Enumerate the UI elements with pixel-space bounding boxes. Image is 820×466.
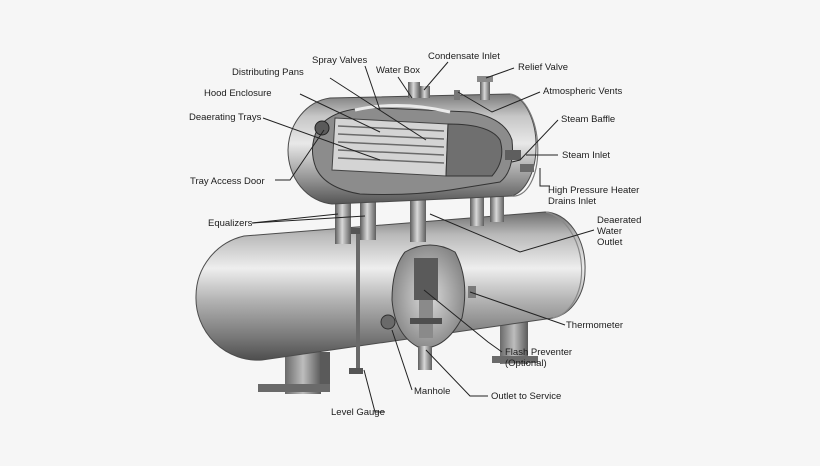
label-thermometer: Thermometer — [566, 320, 624, 331]
condensate-inlet-nozzle — [420, 86, 430, 98]
deaerating-vessel — [287, 76, 539, 205]
water-box-nozzle — [408, 82, 420, 98]
equalizer-pipes — [335, 188, 504, 244]
level-gauge-glass — [356, 232, 360, 372]
atmospheric-vent-stub — [454, 90, 460, 100]
label-condensate-inlet: Condensate Inlet — [428, 51, 500, 62]
label-spray-valves: Spray Valves — [312, 55, 368, 66]
label-deaerated-line2: Water — [597, 226, 622, 237]
label-level-gauge: Level Gauge — [331, 407, 385, 418]
label-tray-access-door: Tray Access Door — [190, 176, 265, 187]
manhole-cover — [380, 314, 396, 330]
drains-inlet-nozzle — [520, 164, 534, 172]
label-manhole: Manhole — [414, 386, 451, 397]
label-outlet-to-service: Outlet to Service — [491, 391, 562, 402]
tray-access-door-hatch — [314, 120, 330, 136]
label-atmospheric-vents: Atmospheric Vents — [543, 86, 623, 97]
service-outlet-pipe — [418, 346, 432, 370]
label-hp-heater-drains-line1: High Pressure Heater — [548, 185, 640, 196]
label-relief-valve: Relief Valve — [518, 62, 568, 73]
tray-stack — [337, 125, 445, 164]
label-steam-inlet: Steam Inlet — [562, 150, 611, 161]
label-equalizers: Equalizers — [208, 218, 253, 229]
steam-inlet-nozzle — [505, 150, 521, 160]
label-flash-preventer-line2: (Optional) — [505, 358, 547, 369]
label-hood-enclosure: Hood Enclosure — [204, 88, 272, 99]
label-water-box: Water Box — [376, 65, 420, 76]
label-flash-preventer-line1: Flash Preventer — [505, 347, 573, 358]
label-hp-heater-drains-inlet: High Pressure Heater Drains Inlet — [548, 185, 639, 207]
label-deaerating-trays: Deaerating Trays — [189, 112, 262, 123]
label-steam-baffle: Steam Baffle — [561, 114, 616, 125]
label-deaerated-line1: Deaerated — [597, 215, 642, 226]
label-deaerated-line3: Outlet — [597, 237, 623, 248]
label-hp-heater-drains-line2: Drains Inlet — [548, 196, 597, 207]
relief-valve-body — [480, 80, 490, 100]
label-deaerated-water-outlet: Deaerated Water Outlet — [597, 215, 641, 248]
thermometer-well — [468, 286, 476, 298]
leader-lines — [251, 61, 595, 413]
label-distributing-pans: Distributing Pans — [232, 67, 304, 78]
label-flash-preventer: Flash Preventer (Optional) — [505, 347, 572, 369]
storage-tank — [195, 211, 586, 374]
